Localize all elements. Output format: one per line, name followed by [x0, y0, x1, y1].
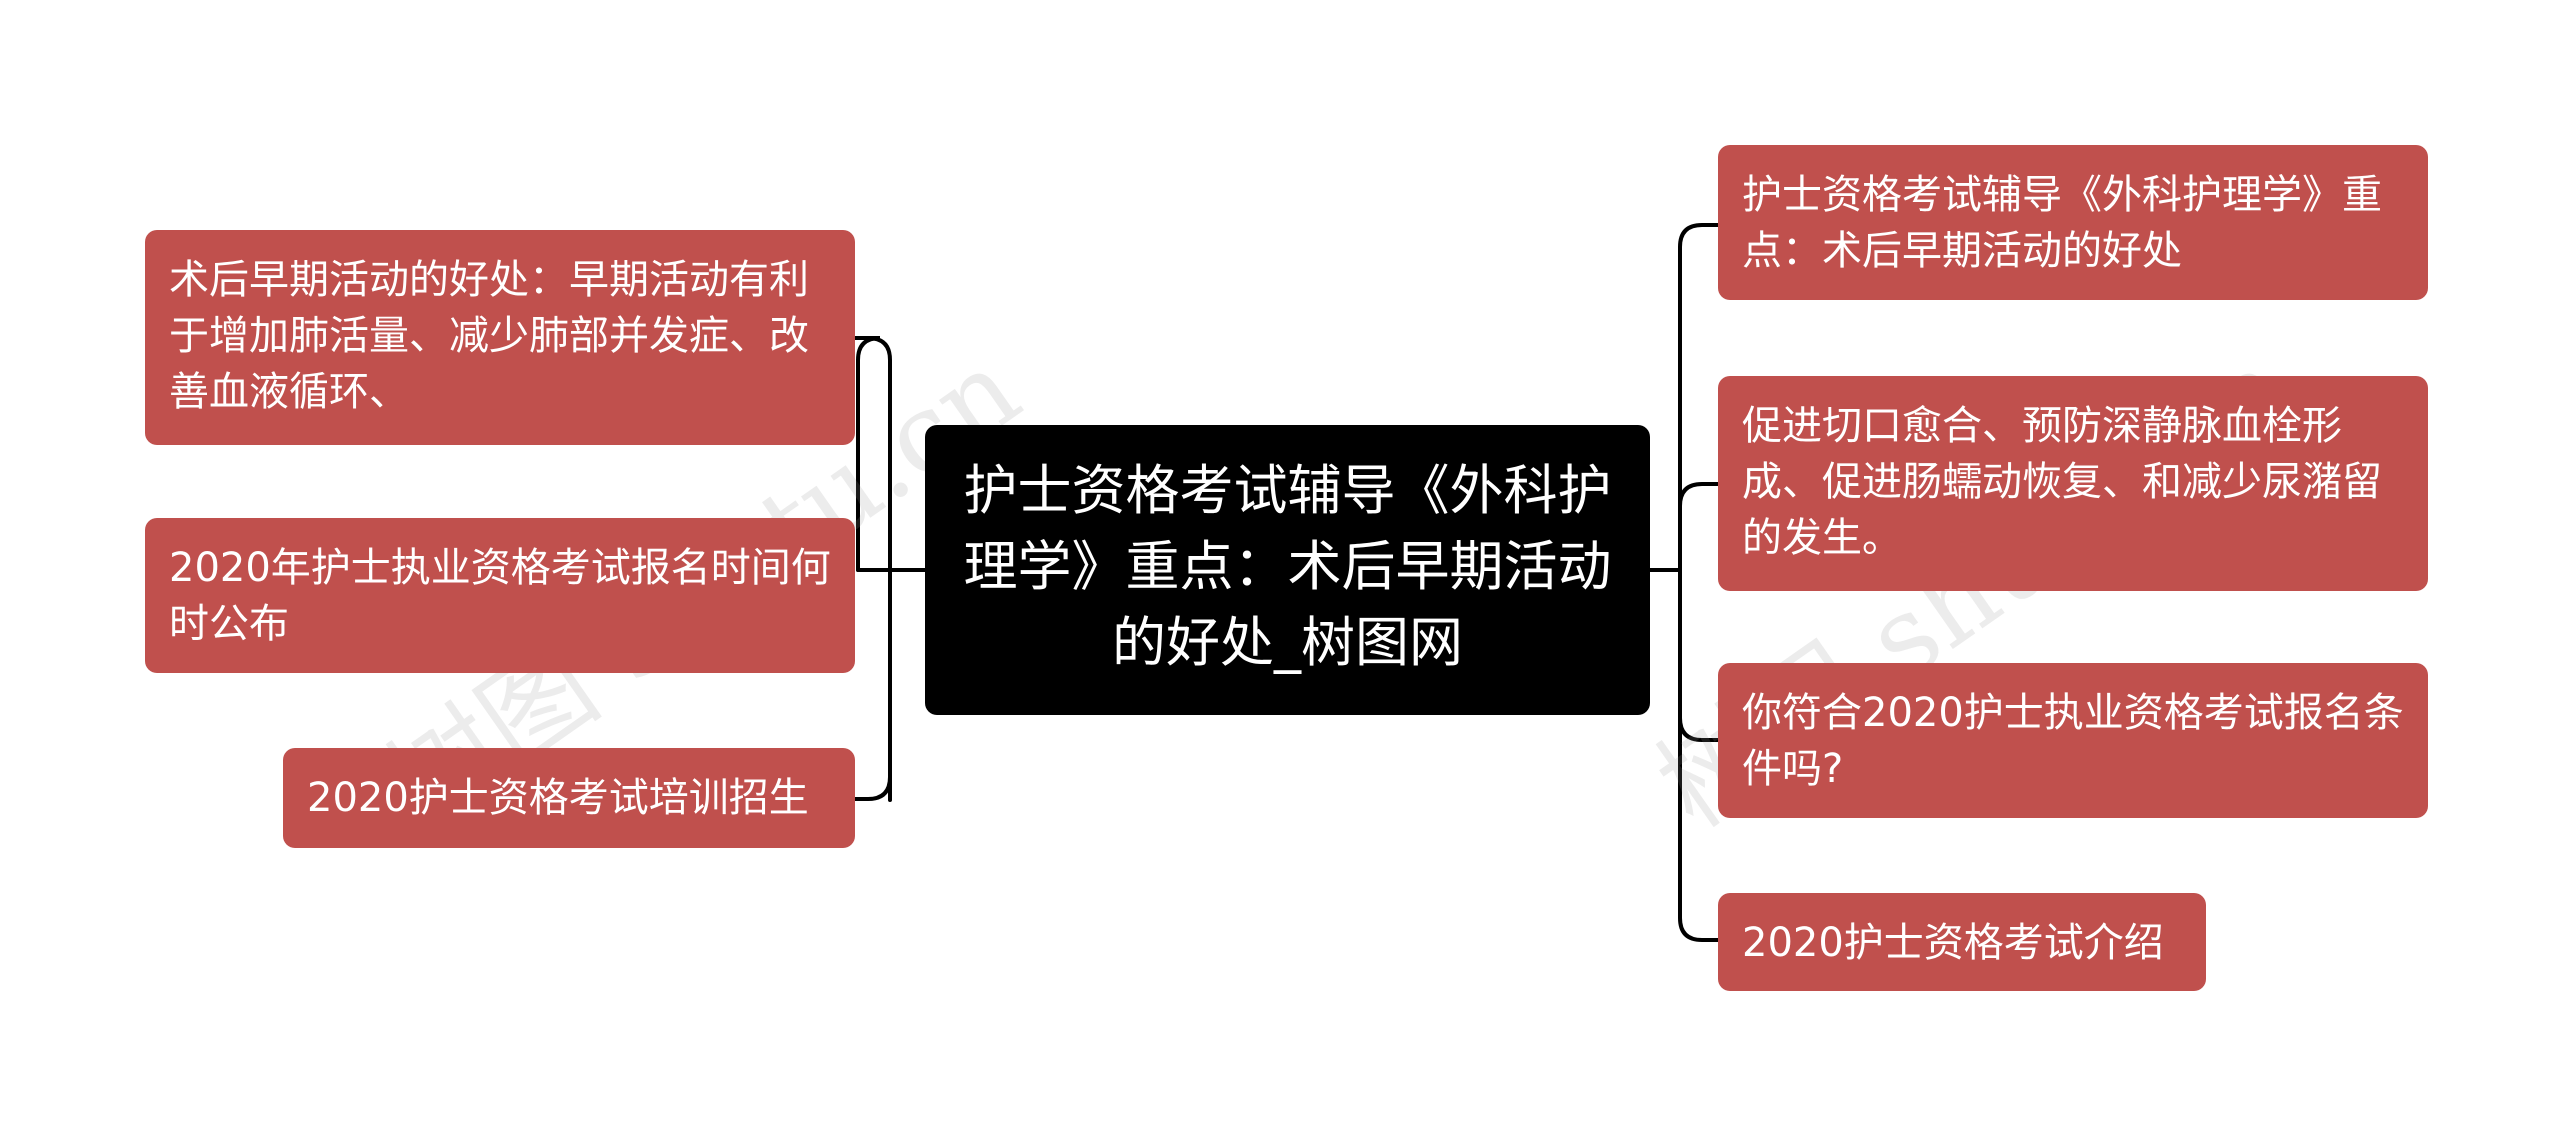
right-node-1[interactable]: 护士资格考试辅导《外科护理学》重点：术后早期活动的好处	[1718, 145, 2428, 300]
central-topic[interactable]: 护士资格考试辅导《外科护理学》重点：术后早期活动的好处_树图网	[925, 425, 1650, 715]
node-text: 2020护士资格考试介绍	[1742, 920, 2164, 966]
node-text: 2020年护士执业资格考试报名时间何时公布	[169, 545, 831, 647]
connector-left-3	[853, 568, 892, 801]
node-text: 2020护士资格考试培训招生	[307, 775, 809, 821]
connector-right-1	[1678, 223, 1720, 572]
right-node-2[interactable]: 促进切口愈合、预防深静脉血栓形成、促进肠蠕动恢复、和减少尿潴留的发生。	[1718, 376, 2428, 591]
central-topic-text: 护士资格考试辅导《外科护理学》重点：术后早期活动的好处_树图网	[963, 459, 1612, 674]
node-text: 护士资格考试辅导《外科护理学》重点：术后早期活动的好处	[1742, 172, 2382, 274]
connector-right-3	[1678, 568, 1720, 742]
right-node-4[interactable]: 2020护士资格考试介绍	[1718, 893, 2206, 991]
connector-left-1b	[853, 336, 892, 572]
left-node-2[interactable]: 2020年护士执业资格考试报名时间何时公布	[145, 518, 855, 673]
connector-left-1	[856, 336, 881, 572]
node-text: 促进切口愈合、预防深静脉血栓形成、促进肠蠕动恢复、和减少尿潴留的发生。	[1742, 403, 2382, 561]
left-node-3[interactable]: 2020护士资格考试培训招生	[283, 748, 855, 848]
left-node-1[interactable]: 术后早期活动的好处：早期活动有利于增加肺活量、减少肺部并发症、改善血液循环、	[145, 230, 855, 445]
right-node-3[interactable]: 你符合2020护士执业资格考试报名条件吗?	[1718, 663, 2428, 818]
connector-right-4	[1678, 568, 1720, 942]
node-text: 术后早期活动的好处：早期活动有利于增加肺活量、减少肺部并发症、改善血液循环、	[169, 257, 809, 415]
connector-right-2	[1678, 482, 1720, 572]
node-text: 你符合2020护士执业资格考试报名条件吗?	[1742, 690, 2404, 792]
